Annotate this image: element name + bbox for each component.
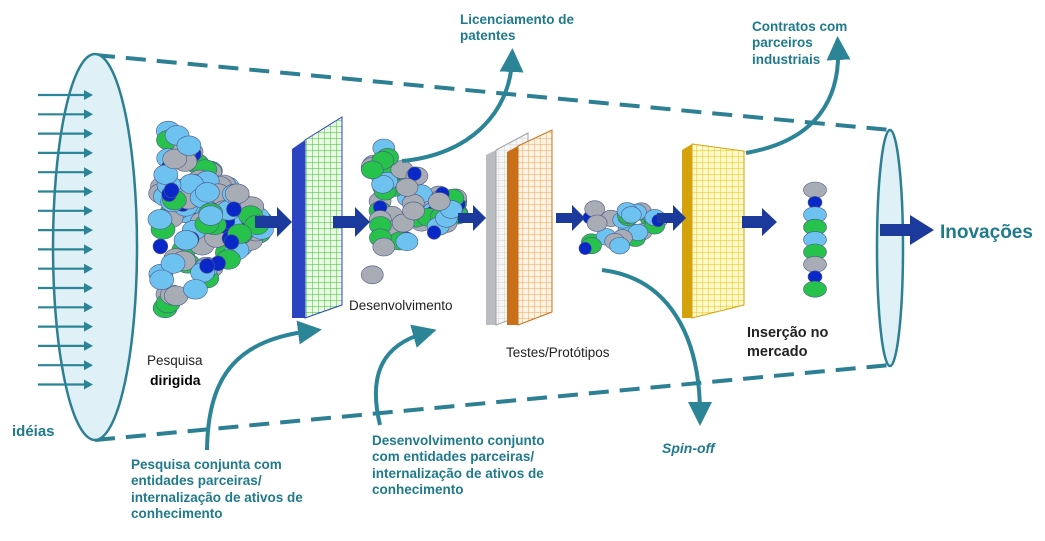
block-arrow-right-icon <box>556 205 585 231</box>
arrow-right-icon <box>38 379 93 390</box>
block-arrow-right-icon <box>880 215 934 245</box>
bead <box>223 234 240 250</box>
filter-testes-orange-mesh <box>517 129 553 326</box>
label-insercao-mercado: Inserção no mercado <box>747 325 829 360</box>
filter-pesquisa-edge <box>292 140 305 318</box>
arrow-right-icon <box>38 109 93 120</box>
bead <box>609 237 631 255</box>
label-contratos: Contratos com parceiros industriais <box>752 19 848 67</box>
bead <box>803 181 827 199</box>
arrow-right-icon <box>38 128 93 139</box>
arrow-right-icon <box>38 186 93 197</box>
funnel-top-edge <box>94 53 891 132</box>
idea-arrows <box>38 90 93 390</box>
bead <box>620 206 642 224</box>
bead-cluster-desenvolvimento <box>360 138 469 285</box>
bead <box>173 230 199 251</box>
curved-arrow-icon <box>745 36 851 155</box>
arrow-right-icon <box>38 263 93 274</box>
bead <box>371 175 394 194</box>
bead <box>147 209 173 230</box>
bead <box>176 135 202 156</box>
bead <box>803 256 827 273</box>
curved-arrow-icon <box>205 320 322 451</box>
bead <box>149 269 174 290</box>
filter-mercado-mesh <box>691 143 745 319</box>
bead <box>427 225 442 240</box>
label-spin-off: Spin-off <box>662 440 715 456</box>
bead <box>586 214 608 232</box>
arrow-right-icon <box>38 360 93 371</box>
bead <box>224 183 250 204</box>
bead <box>226 201 242 217</box>
block-arrow-right-icon <box>333 207 370 237</box>
label-pesquisa: Pesquisa <box>147 353 203 368</box>
arrow-right-icon <box>38 90 93 100</box>
arrow-right-icon <box>38 283 93 293</box>
block-arrow-right-icon <box>255 207 292 237</box>
arrow-right-icon <box>38 225 93 236</box>
bead <box>199 258 215 274</box>
filter-testes-orange <box>507 129 553 326</box>
bead <box>198 205 223 226</box>
arrow-right-icon <box>38 302 93 313</box>
label-licenciamento: Licenciamento de patentes <box>460 12 575 44</box>
funnel-bottom-edge <box>94 363 891 442</box>
bead <box>160 253 186 274</box>
bead <box>372 237 396 257</box>
bead <box>803 280 827 298</box>
label-ideias: idéias <box>12 423 55 440</box>
label-pesquisa-conjunta: Pesquisa conjunta com entidades parceira… <box>131 457 303 522</box>
bead <box>162 148 187 170</box>
arrow-right-icon <box>38 205 93 216</box>
bead <box>183 279 208 300</box>
branch-arrows <box>205 36 851 451</box>
bead <box>360 265 384 285</box>
block-arrow-right-icon <box>742 208 777 236</box>
bead <box>395 232 419 251</box>
filter-mercado-edge <box>682 144 692 318</box>
filter-pesquisa <box>292 116 343 319</box>
funnel <box>51 52 905 442</box>
bead <box>163 182 180 199</box>
filter-testes-orange-edge <box>507 146 518 325</box>
process-arrows <box>255 205 934 245</box>
bead <box>402 201 425 221</box>
label-inovacoes: Inovações <box>940 222 1033 243</box>
label-desenvolvimento-conjunto: Desenvolvimento conjunto com entidades p… <box>372 433 545 498</box>
funnel-outlet <box>875 128 905 368</box>
bead-cluster-pesquisa <box>147 120 274 319</box>
bead <box>584 200 606 218</box>
arrow-right-icon <box>38 167 93 178</box>
funnel-mouth <box>51 52 139 442</box>
arrow-right-icon <box>38 244 93 255</box>
filter-mercado <box>682 143 745 319</box>
curved-arrow-icon <box>373 324 437 426</box>
curved-arrow-icon <box>601 268 712 426</box>
bead <box>395 178 419 197</box>
bead <box>152 238 169 255</box>
label-desenvolvimento: Desenvolvimento <box>349 298 453 313</box>
bead <box>427 192 451 211</box>
label-testes-prototipos: Testes/Protótipos <box>506 345 610 360</box>
curved-arrow-icon <box>401 48 524 163</box>
bead-column-mercado <box>803 181 827 298</box>
filter-testes-grey-edge <box>486 150 496 325</box>
arrow-right-icon <box>38 321 93 332</box>
block-arrow-right-icon <box>458 205 486 231</box>
bead <box>360 160 384 180</box>
filter-pesquisa-mesh <box>304 116 343 319</box>
bead <box>578 241 592 255</box>
label-dirigida: dirigida <box>150 372 201 388</box>
arrow-right-icon <box>38 340 93 351</box>
bead-cluster-testes <box>578 200 669 255</box>
arrow-right-icon <box>38 147 93 158</box>
bead <box>195 182 220 203</box>
block-arrow-right-icon <box>657 205 686 231</box>
